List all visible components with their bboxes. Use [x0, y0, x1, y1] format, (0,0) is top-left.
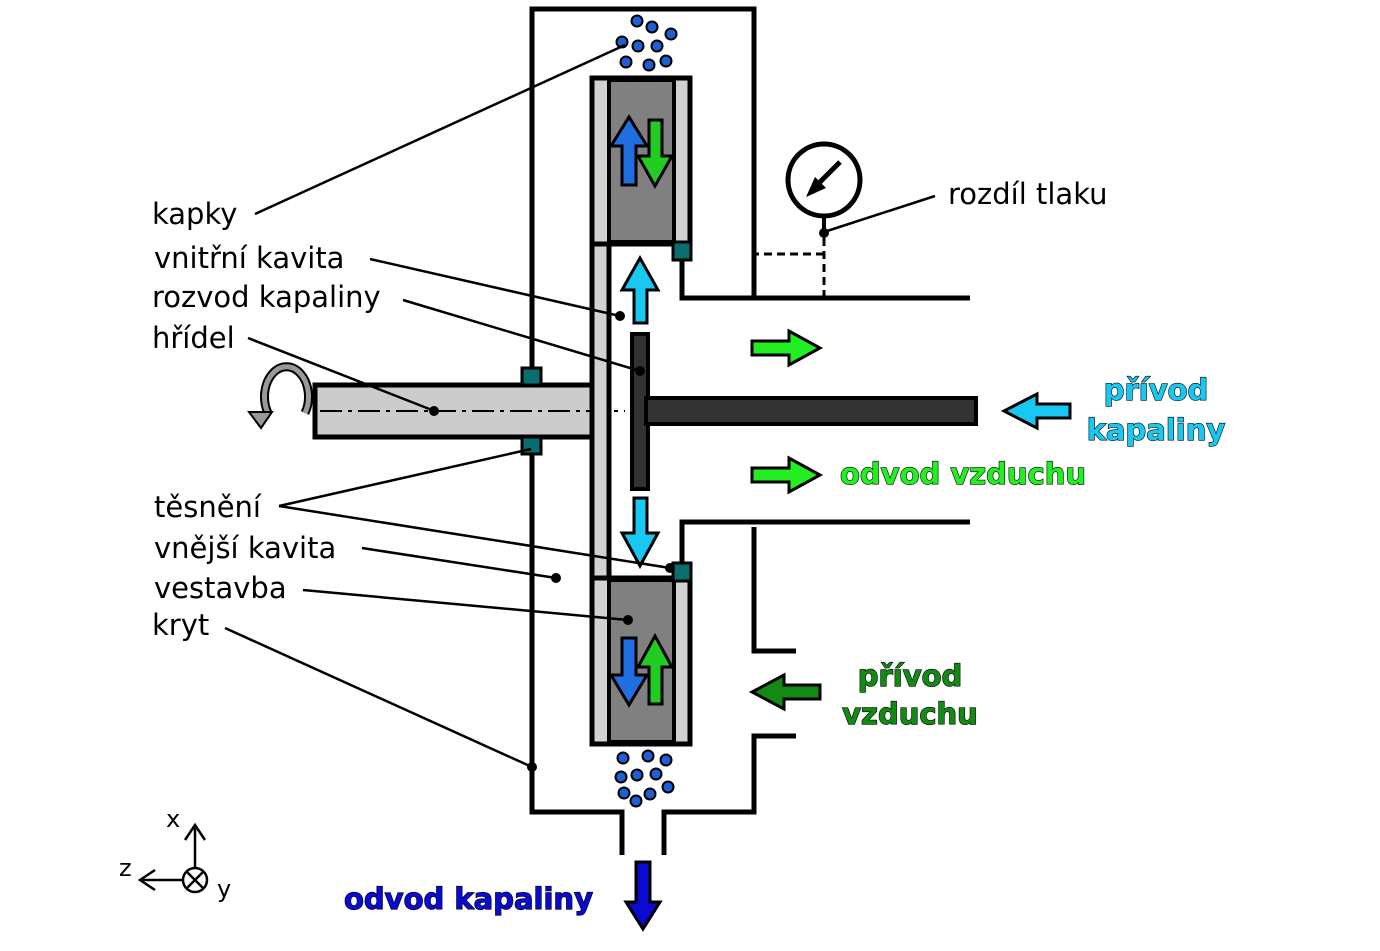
seal-rotor-top — [671, 240, 693, 262]
arrow-up-green — [635, 632, 675, 706]
arrow-cyan-down — [619, 496, 661, 570]
arrow-cyan-up — [619, 254, 661, 325]
label-rozdil-tlaku: rozdíl tlaku — [948, 177, 1107, 211]
label-odvod-kapaliny: odvod kapaliny — [344, 882, 593, 916]
housing — [529, 6, 970, 855]
air-outlet-arrows — [750, 328, 824, 495]
pressure-gauge-icon — [756, 141, 863, 298]
axis-label-x: x — [166, 805, 180, 833]
inner-upper-wall — [679, 258, 754, 301]
label-hridel: hřídel — [152, 321, 235, 355]
leader-dots — [429, 311, 675, 772]
label-vnejsi-kavita: vnější kavita — [154, 531, 336, 565]
air-inlet-arrow — [748, 672, 822, 712]
leader-vnejsi-kavita — [361, 546, 557, 580]
label-privod-vzduchu-1: přívod — [858, 659, 963, 693]
axis-label-y: y — [217, 875, 231, 903]
leader-rozdil — [823, 194, 936, 234]
label-rozvod-kapaliny: rozvod kapaliny — [152, 280, 381, 314]
axis-label-z: z — [119, 854, 132, 882]
coordinate-axes — [137, 822, 209, 894]
label-kapky: kapky — [152, 197, 237, 231]
label-tesneni: těsnění — [154, 490, 262, 524]
leader-kapky — [254, 43, 626, 216]
arrow-up-blue — [608, 114, 650, 187]
droplets — [614, 14, 678, 808]
outer-lower-wall — [679, 519, 970, 564]
leader-rozvod — [402, 298, 641, 373]
leader-vestavba — [302, 588, 629, 622]
label-vnitrni-kavita: vnitřní kavita — [154, 241, 344, 275]
arrow-down-blue — [608, 636, 650, 708]
arrow-cyan-left — [1000, 391, 1072, 431]
leader-tesneni-1 — [278, 447, 532, 508]
liquid-outlet-arrow — [623, 860, 663, 932]
leader-kryt — [224, 626, 533, 769]
insert-flow-arrows — [608, 114, 675, 708]
seal-rotor-bottom — [671, 561, 693, 583]
rotation-arrow-icon — [247, 362, 313, 430]
label-vestavba: vestavba — [154, 571, 287, 605]
housing-bottom — [529, 453, 625, 855]
housing-top — [529, 6, 970, 370]
leader-tesneni-2 — [278, 504, 671, 570]
label-kryt: kryt — [152, 608, 209, 642]
label-privod-kapaliny-2: kapaliny — [1087, 413, 1226, 447]
leader-hridel — [247, 336, 433, 412]
label-odvod-vzduchu: odvod vzduchu — [840, 457, 1086, 491]
arrow-down-green — [635, 118, 675, 190]
seal-shaft-top — [520, 366, 543, 387]
leader-vnitrni-kavita — [369, 257, 621, 318]
leader-lines — [224, 43, 936, 769]
label-privod-vzduchu-2: vzduchu — [842, 697, 978, 731]
label-privod-kapaliny-1: přívod — [1104, 373, 1209, 407]
liquid-flow-arrows — [619, 254, 1072, 570]
air-inlet-upper — [751, 527, 796, 654]
housing-bottom-right — [661, 733, 796, 855]
